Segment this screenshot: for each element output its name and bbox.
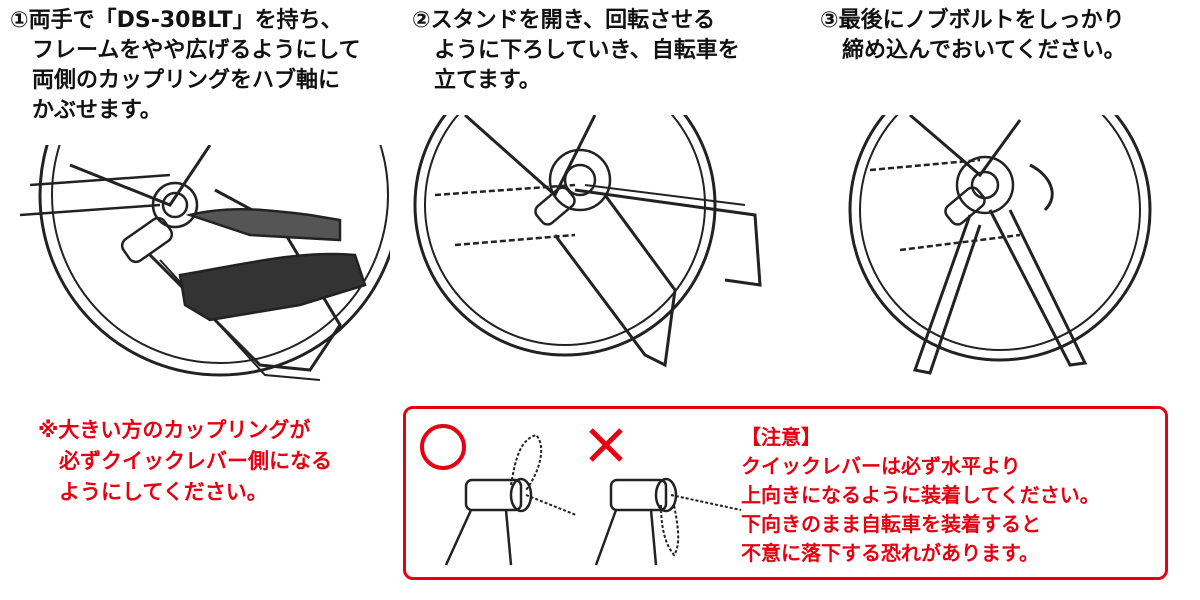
step-3-illustration — [820, 115, 1190, 380]
caution-text: クイックレバーは必ず水平より 上向きになるように装着してください。 下向きのまま… — [741, 454, 1100, 565]
coupling-note: ※大きい方のカップリングが 必ずクイックレバー側になる ようにしてください。 — [38, 418, 332, 504]
step-2-illustration — [405, 115, 790, 380]
caution-title: 【注意】 — [741, 425, 821, 449]
step-1-illustration — [10, 145, 390, 390]
step-3-instruction: ③最後にノブボルトをしっかり 締め込んでおいてください。 — [820, 8, 1126, 63]
step-2-instruction: ②スタンドを開き、回転させる ように下ろしていき、自転車を 立てます。 — [412, 8, 740, 93]
step-1-instruction: ①両手で「DS-30BLT」を持ち、 フレームをやや広げるようにして 両側のカッ… — [10, 8, 361, 123]
correct-mounting-illustration — [416, 415, 576, 573]
caution-box: 【注意】 クイックレバーは必ず水平より 上向きになるように装着してください。 下… — [403, 406, 1168, 580]
incorrect-cross-icon — [589, 428, 623, 462]
correct-circle-icon — [420, 424, 466, 470]
incorrect-mounting-illustration — [586, 415, 746, 573]
